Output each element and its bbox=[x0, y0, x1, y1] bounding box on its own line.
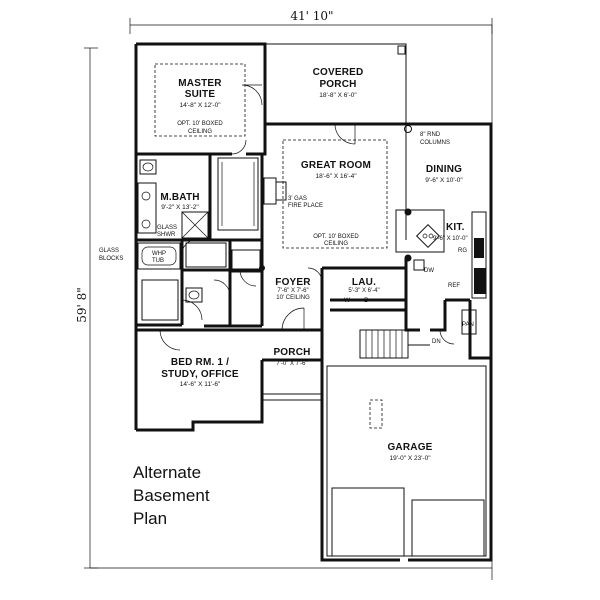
glass-shower-label-2: SHWR bbox=[157, 232, 176, 238]
dishwasher-label: DW bbox=[424, 268, 434, 274]
exterior-walls bbox=[134, 42, 493, 562]
range bbox=[474, 238, 484, 258]
bedroom-label: BED RM. 1 / bbox=[171, 357, 229, 368]
kitchen-island bbox=[395, 209, 445, 253]
glass-blocks-label-2: BLOCKS bbox=[99, 256, 123, 262]
great-room-size: 18'-6" X 16'-4" bbox=[315, 173, 357, 180]
great-room-ceiling-note: OPT. 10' BOXED bbox=[313, 234, 359, 240]
foyer-label: FOYER bbox=[275, 277, 311, 288]
m-bath-label: M.BATH bbox=[160, 192, 199, 203]
stairs bbox=[359, 329, 430, 359]
tub-label-2: TUB bbox=[152, 258, 164, 264]
fireplace-label: 3' GAS bbox=[288, 196, 307, 202]
range-label: RG bbox=[458, 248, 467, 254]
foyer-size: 7'-6" X 7'-6" bbox=[277, 288, 308, 294]
toilet bbox=[139, 159, 157, 175]
master-ceiling-note: OPT. 10' BOXED bbox=[177, 121, 223, 127]
refrigerator bbox=[474, 268, 486, 294]
kitchen-fixtures bbox=[395, 209, 487, 335]
garage-door bbox=[411, 499, 485, 557]
toilet bbox=[185, 287, 203, 303]
dryer-label: D bbox=[364, 297, 369, 304]
porch-step bbox=[261, 393, 323, 401]
fireplace bbox=[263, 177, 287, 205]
covered-porch-label-2: PORCH bbox=[319, 79, 356, 90]
master-boxed-ceiling bbox=[154, 63, 246, 137]
columns-label: 8" RND bbox=[420, 132, 441, 138]
master-suite-label-2: SUITE bbox=[185, 89, 216, 100]
foyer-ceiling-note: 10' CEILING bbox=[276, 295, 310, 301]
width-dimension: 41' 10" bbox=[290, 9, 333, 23]
caption-line-2: Basement bbox=[133, 486, 210, 505]
round-columns bbox=[259, 125, 412, 271]
floor-drain bbox=[369, 399, 383, 429]
dining-size: 9'-6" X 10'-0" bbox=[425, 177, 463, 184]
bedroom-size: 14'-6" X 11'-6" bbox=[180, 381, 221, 388]
porch-size: 7'-0" X 7'-6" bbox=[276, 361, 307, 367]
bedroom-label-2: STUDY, OFFICE bbox=[161, 369, 239, 380]
laundry-label: LAU. bbox=[352, 277, 376, 288]
garage-label: GARAGE bbox=[387, 442, 432, 453]
vanity bbox=[137, 182, 157, 234]
washer-label: W bbox=[344, 297, 351, 304]
great-room-label: GREAT ROOM bbox=[301, 160, 371, 171]
dishwasher bbox=[413, 259, 425, 271]
master-closet bbox=[217, 157, 259, 231]
door-swings bbox=[159, 84, 455, 351]
covered-porch-size: 18'-8" X 6'-0" bbox=[319, 92, 357, 99]
kitchen-size: 9'-6" X 10'-0" bbox=[433, 236, 468, 242]
pantry-label: PAN bbox=[462, 322, 474, 328]
caption-line-1: Alternate bbox=[133, 463, 201, 482]
glass-blocks-label: GLASS bbox=[99, 248, 119, 254]
stairs-down-label: DN bbox=[432, 339, 441, 345]
kitchen-label: KIT. bbox=[446, 222, 465, 233]
garage-door bbox=[331, 487, 405, 557]
porch-post bbox=[397, 45, 406, 55]
master-suite-size: 14'-8" X 12'-0" bbox=[179, 102, 221, 109]
porch-label: PORCH bbox=[273, 347, 310, 358]
garage-size: 19'-0" X 23'-0" bbox=[389, 455, 431, 462]
garage-details bbox=[331, 399, 485, 557]
pantry bbox=[461, 309, 477, 335]
laundry-size: 5'-3" X 6'-4" bbox=[348, 288, 379, 294]
fireplace-label-2: FIRE PLACE bbox=[288, 203, 323, 209]
great-room-boxed-ceiling bbox=[282, 139, 388, 249]
glass-shower bbox=[181, 211, 209, 239]
sink-icon bbox=[141, 191, 151, 201]
covered-porch-label: COVERED bbox=[313, 67, 364, 78]
master-ceiling-note-2: CEILING bbox=[188, 129, 212, 135]
sink-icon bbox=[141, 219, 151, 229]
m-bath-size: 9'-2" X 13'-2" bbox=[161, 204, 199, 211]
whirlpool-tub bbox=[137, 242, 181, 270]
columns-label-2: COLUMNS bbox=[420, 140, 450, 146]
great-room-ceiling-note-2: CEILING bbox=[324, 241, 348, 247]
depth-dimension: 59' 8" bbox=[75, 287, 89, 323]
tub-label: WHP bbox=[152, 251, 166, 257]
glass-shower-label: GLASS bbox=[157, 225, 177, 231]
refrigerator-label: REF bbox=[448, 283, 460, 289]
dining-label: DINING bbox=[426, 164, 462, 175]
bath-fixtures bbox=[137, 159, 261, 321]
caption-line-3: Plan bbox=[133, 509, 167, 528]
master-suite-label: MASTER bbox=[178, 78, 222, 89]
